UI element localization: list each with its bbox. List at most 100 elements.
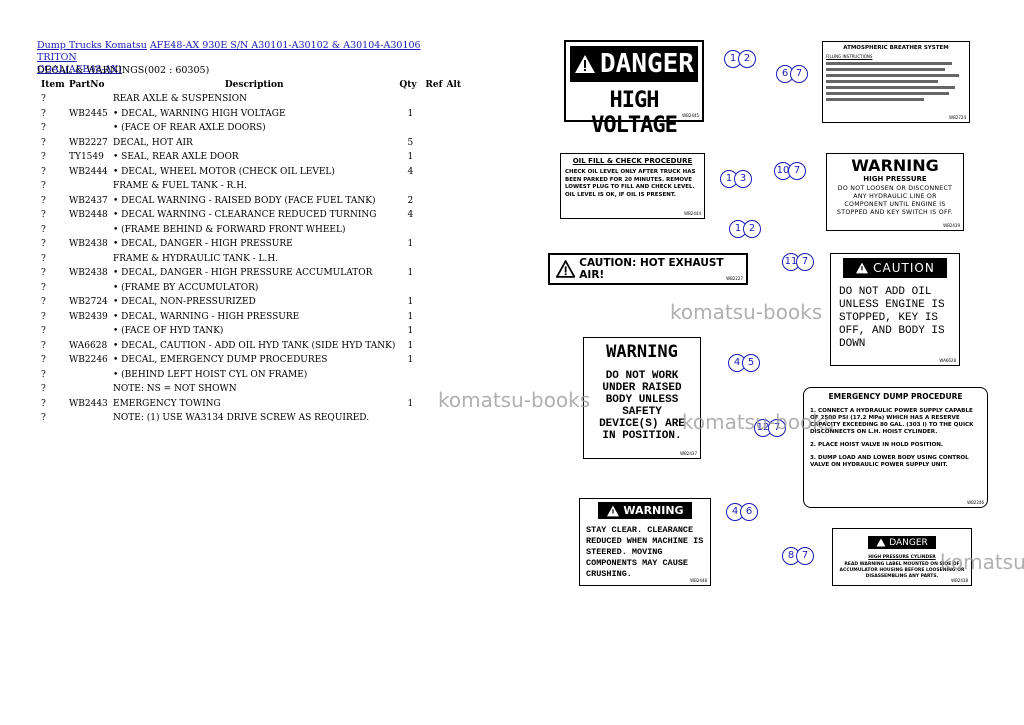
- warning-hp-body: DO NOT LOOSEN OR DISCONNECT ANY HYDRAULI…: [837, 185, 953, 216]
- watermark: komatsu-books: [670, 300, 823, 324]
- header-partno: PartNo: [69, 80, 105, 90]
- warning-triangle-icon: [607, 505, 620, 516]
- table-row: ?REAR AXLE & SUSPENSION: [37, 92, 463, 107]
- cell-description: FRAME & HYDRAULIC TANK - L.H.: [113, 253, 279, 264]
- cell-description: • DECAL WARNING - RAISED BODY (FACE FUEL…: [113, 195, 376, 206]
- cell-qty: 1: [407, 297, 414, 308]
- cell-ref: [423, 136, 444, 151]
- cell-item: ?: [41, 123, 46, 134]
- decal-partno: WB2448: [690, 578, 707, 583]
- cell-description: • DECAL, DANGER - HIGH PRESSURE: [113, 239, 293, 250]
- caution-body: DO NOT ADD OIL UNLESS ENGINE IS STOPPED,…: [839, 286, 945, 350]
- cell-qty: 1: [407, 268, 414, 279]
- table-row: ?WB2438• DECAL, DANGER - HIGH PRESSURE A…: [37, 266, 463, 281]
- header-ref: Ref: [425, 80, 443, 90]
- table-row: ?NOTE: (1) USE WA3134 DRIVE SCREW AS REQ…: [37, 411, 463, 426]
- breadcrumb-link-dump-trucks[interactable]: Dump Trucks Komatsu: [37, 40, 147, 51]
- cell-qty: 1: [407, 326, 414, 337]
- decal-partno: WB2444: [684, 211, 701, 216]
- cell-description: DECAL, HOT AIR: [113, 137, 193, 148]
- cell-item: ?: [41, 181, 46, 192]
- table-row: ? FRAME & HYDRAULIC TANK - L.H.: [37, 252, 463, 267]
- breadcrumb-link-model[interactable]: AFE48-AX 930E S/N A30101-A30102 & A30104…: [37, 40, 421, 63]
- cell-ref: [423, 179, 444, 194]
- cell-ref: [423, 107, 444, 122]
- cell-ref: [423, 150, 444, 165]
- cell-partno: WB2438: [69, 268, 108, 279]
- emergency-title: EMERGENCY DUMP PROCEDURE: [828, 392, 963, 401]
- cell-partno: WB2437: [69, 195, 108, 206]
- cell-description: • (FRAME BY ACCUMULATOR): [113, 282, 259, 293]
- cell-partno: [67, 223, 111, 238]
- cell-ref: [423, 310, 444, 325]
- cell-alt: [444, 411, 463, 426]
- header-alt: Alt: [446, 80, 461, 90]
- table-row: ?WB2246• DECAL, EMERGENCY DUMP PROCEDURE…: [37, 353, 463, 368]
- cell-ref: [423, 295, 444, 310]
- table-row: ?• (FRAME BEHIND & FORWARD FRONT WHEEL): [37, 223, 463, 238]
- cell-item: ?: [41, 152, 46, 163]
- cell-partno: [67, 121, 111, 136]
- cell-qty: [397, 179, 423, 194]
- danger-body: HIGH VOLTAGE: [591, 88, 678, 138]
- cell-item: ?: [41, 413, 46, 424]
- cell-alt: [444, 194, 463, 209]
- danger-header: DANGER: [570, 46, 698, 82]
- warning-hp-subtitle: HIGH PRESSURE: [863, 175, 927, 183]
- table-row: ? WB2437 • DECAL WARNING - RAISED BODY (FA…: [37, 194, 463, 209]
- cell-item: ?: [41, 398, 46, 409]
- cell-description: • DECAL, NON-PRESSURIZED: [113, 297, 256, 308]
- emergency-step-2: 2. PLACE HOIST VALVE IN HOLD POSITION.: [810, 442, 944, 448]
- cell-ref: [423, 266, 444, 281]
- cell-ref: [423, 411, 444, 426]
- table-row: ?• (FACE OF HYD TANK)1: [37, 324, 463, 339]
- cell-item: ?: [41, 253, 46, 264]
- header-description: Description: [224, 80, 284, 90]
- cell-alt: [444, 266, 463, 281]
- cell-ref: [423, 92, 444, 107]
- cell-partno: WB2227: [69, 137, 108, 148]
- cell-item: ?: [41, 297, 46, 308]
- cell-qty: 1: [407, 340, 414, 351]
- warning-hp-title: WARNING: [851, 156, 939, 175]
- watermark: komatsu-books: [438, 388, 591, 412]
- cell-qty: 1: [407, 152, 414, 163]
- cell-item: ?: [41, 195, 46, 206]
- cell-qty: [397, 252, 423, 267]
- decal-partno: WB2724: [949, 115, 966, 120]
- warning-triangle-icon: [556, 260, 576, 278]
- emergency-step-1: 1. CONNECT A HYDRAULIC POWER SUPPLY CAPA…: [810, 408, 974, 435]
- cell-partno: [67, 179, 111, 194]
- cell-ref: [423, 165, 444, 180]
- warning-triangle-icon: [876, 538, 886, 547]
- cell-ref: [423, 368, 444, 383]
- cell-alt: [444, 92, 463, 107]
- cell-qty: [397, 223, 423, 238]
- warning-raised-title: WARNING: [606, 342, 678, 362]
- warning-raised-body: DO NOT WORK UNDER RAISED BODY UNLESS SAF…: [599, 370, 685, 442]
- breadcrumb-link-coal[interactable]: COAL(AFE48-AX): [37, 64, 122, 75]
- cell-item: ?: [41, 108, 46, 119]
- cell-description: • (FACE OF HYD TANK): [113, 326, 224, 337]
- cell-qty: 4: [407, 166, 414, 177]
- cell-partno: WB2443: [69, 398, 108, 409]
- warning-triangle-icon: [856, 262, 869, 274]
- cell-qty: 1: [407, 239, 414, 250]
- decal-partno: WA6628: [939, 358, 956, 363]
- decal-partno: WB2246: [967, 500, 984, 505]
- decal-partno: WB2439: [943, 223, 960, 228]
- decal-oil-fill: OIL FILL & CHECK PROCEDURE CHECK OIL LEV…: [560, 153, 705, 219]
